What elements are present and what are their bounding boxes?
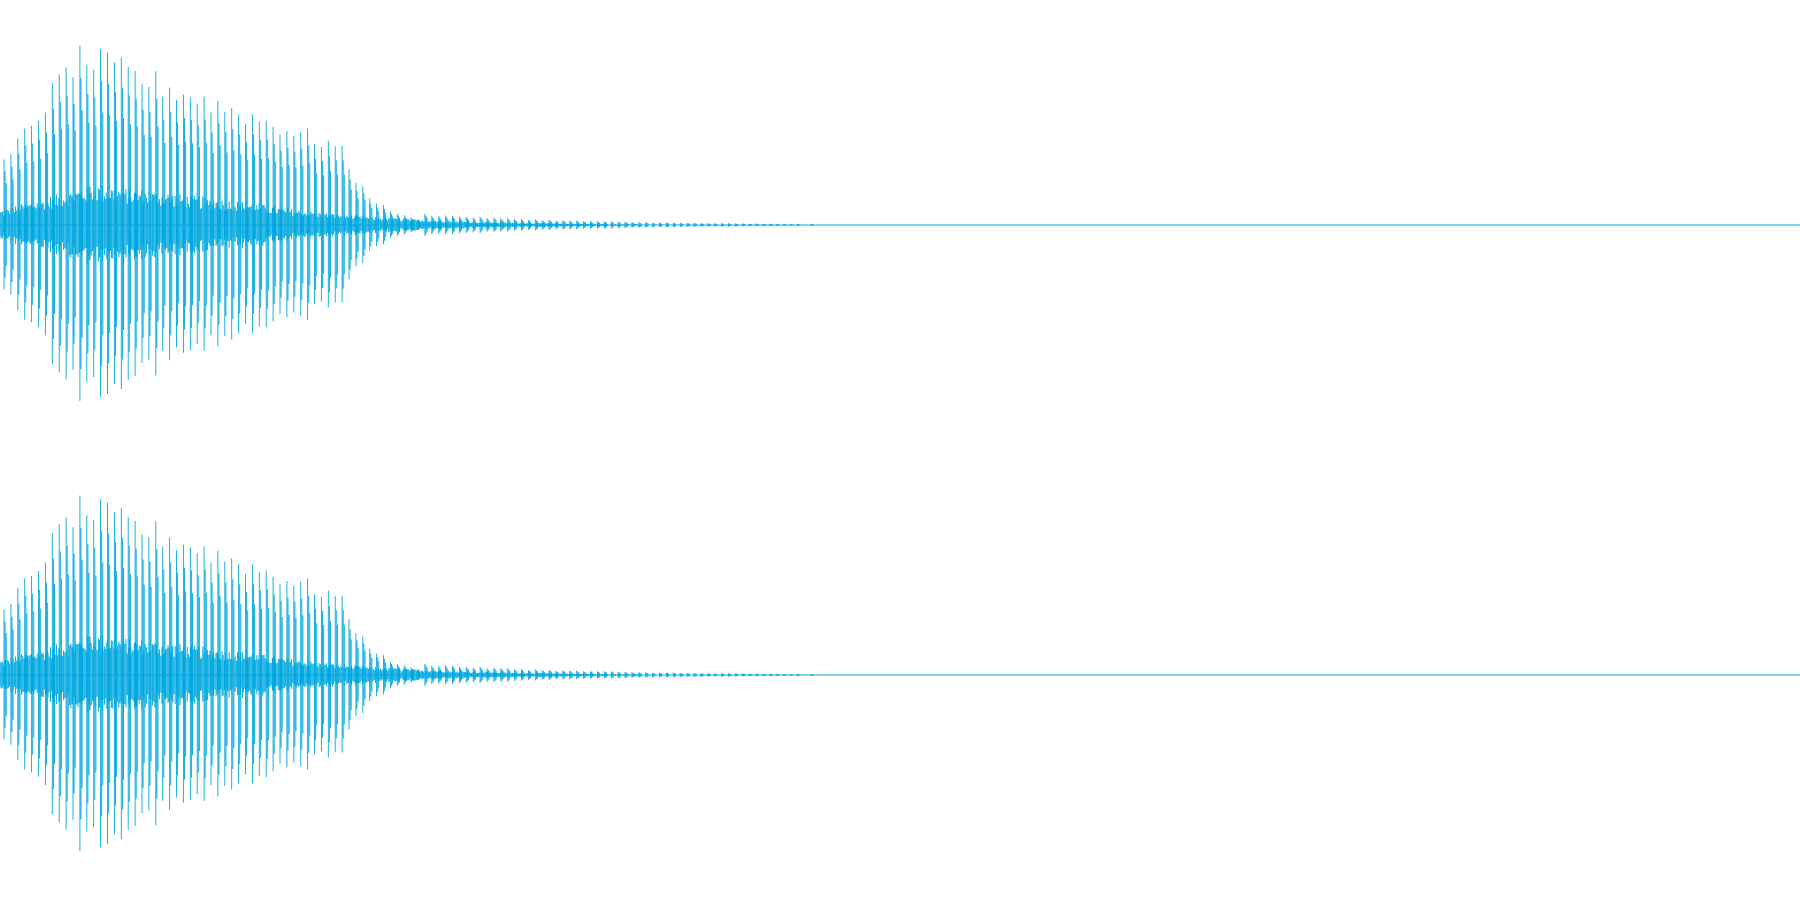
- waveform-channel-2: [0, 495, 1800, 851]
- waveform-channel-1: [0, 45, 1800, 401]
